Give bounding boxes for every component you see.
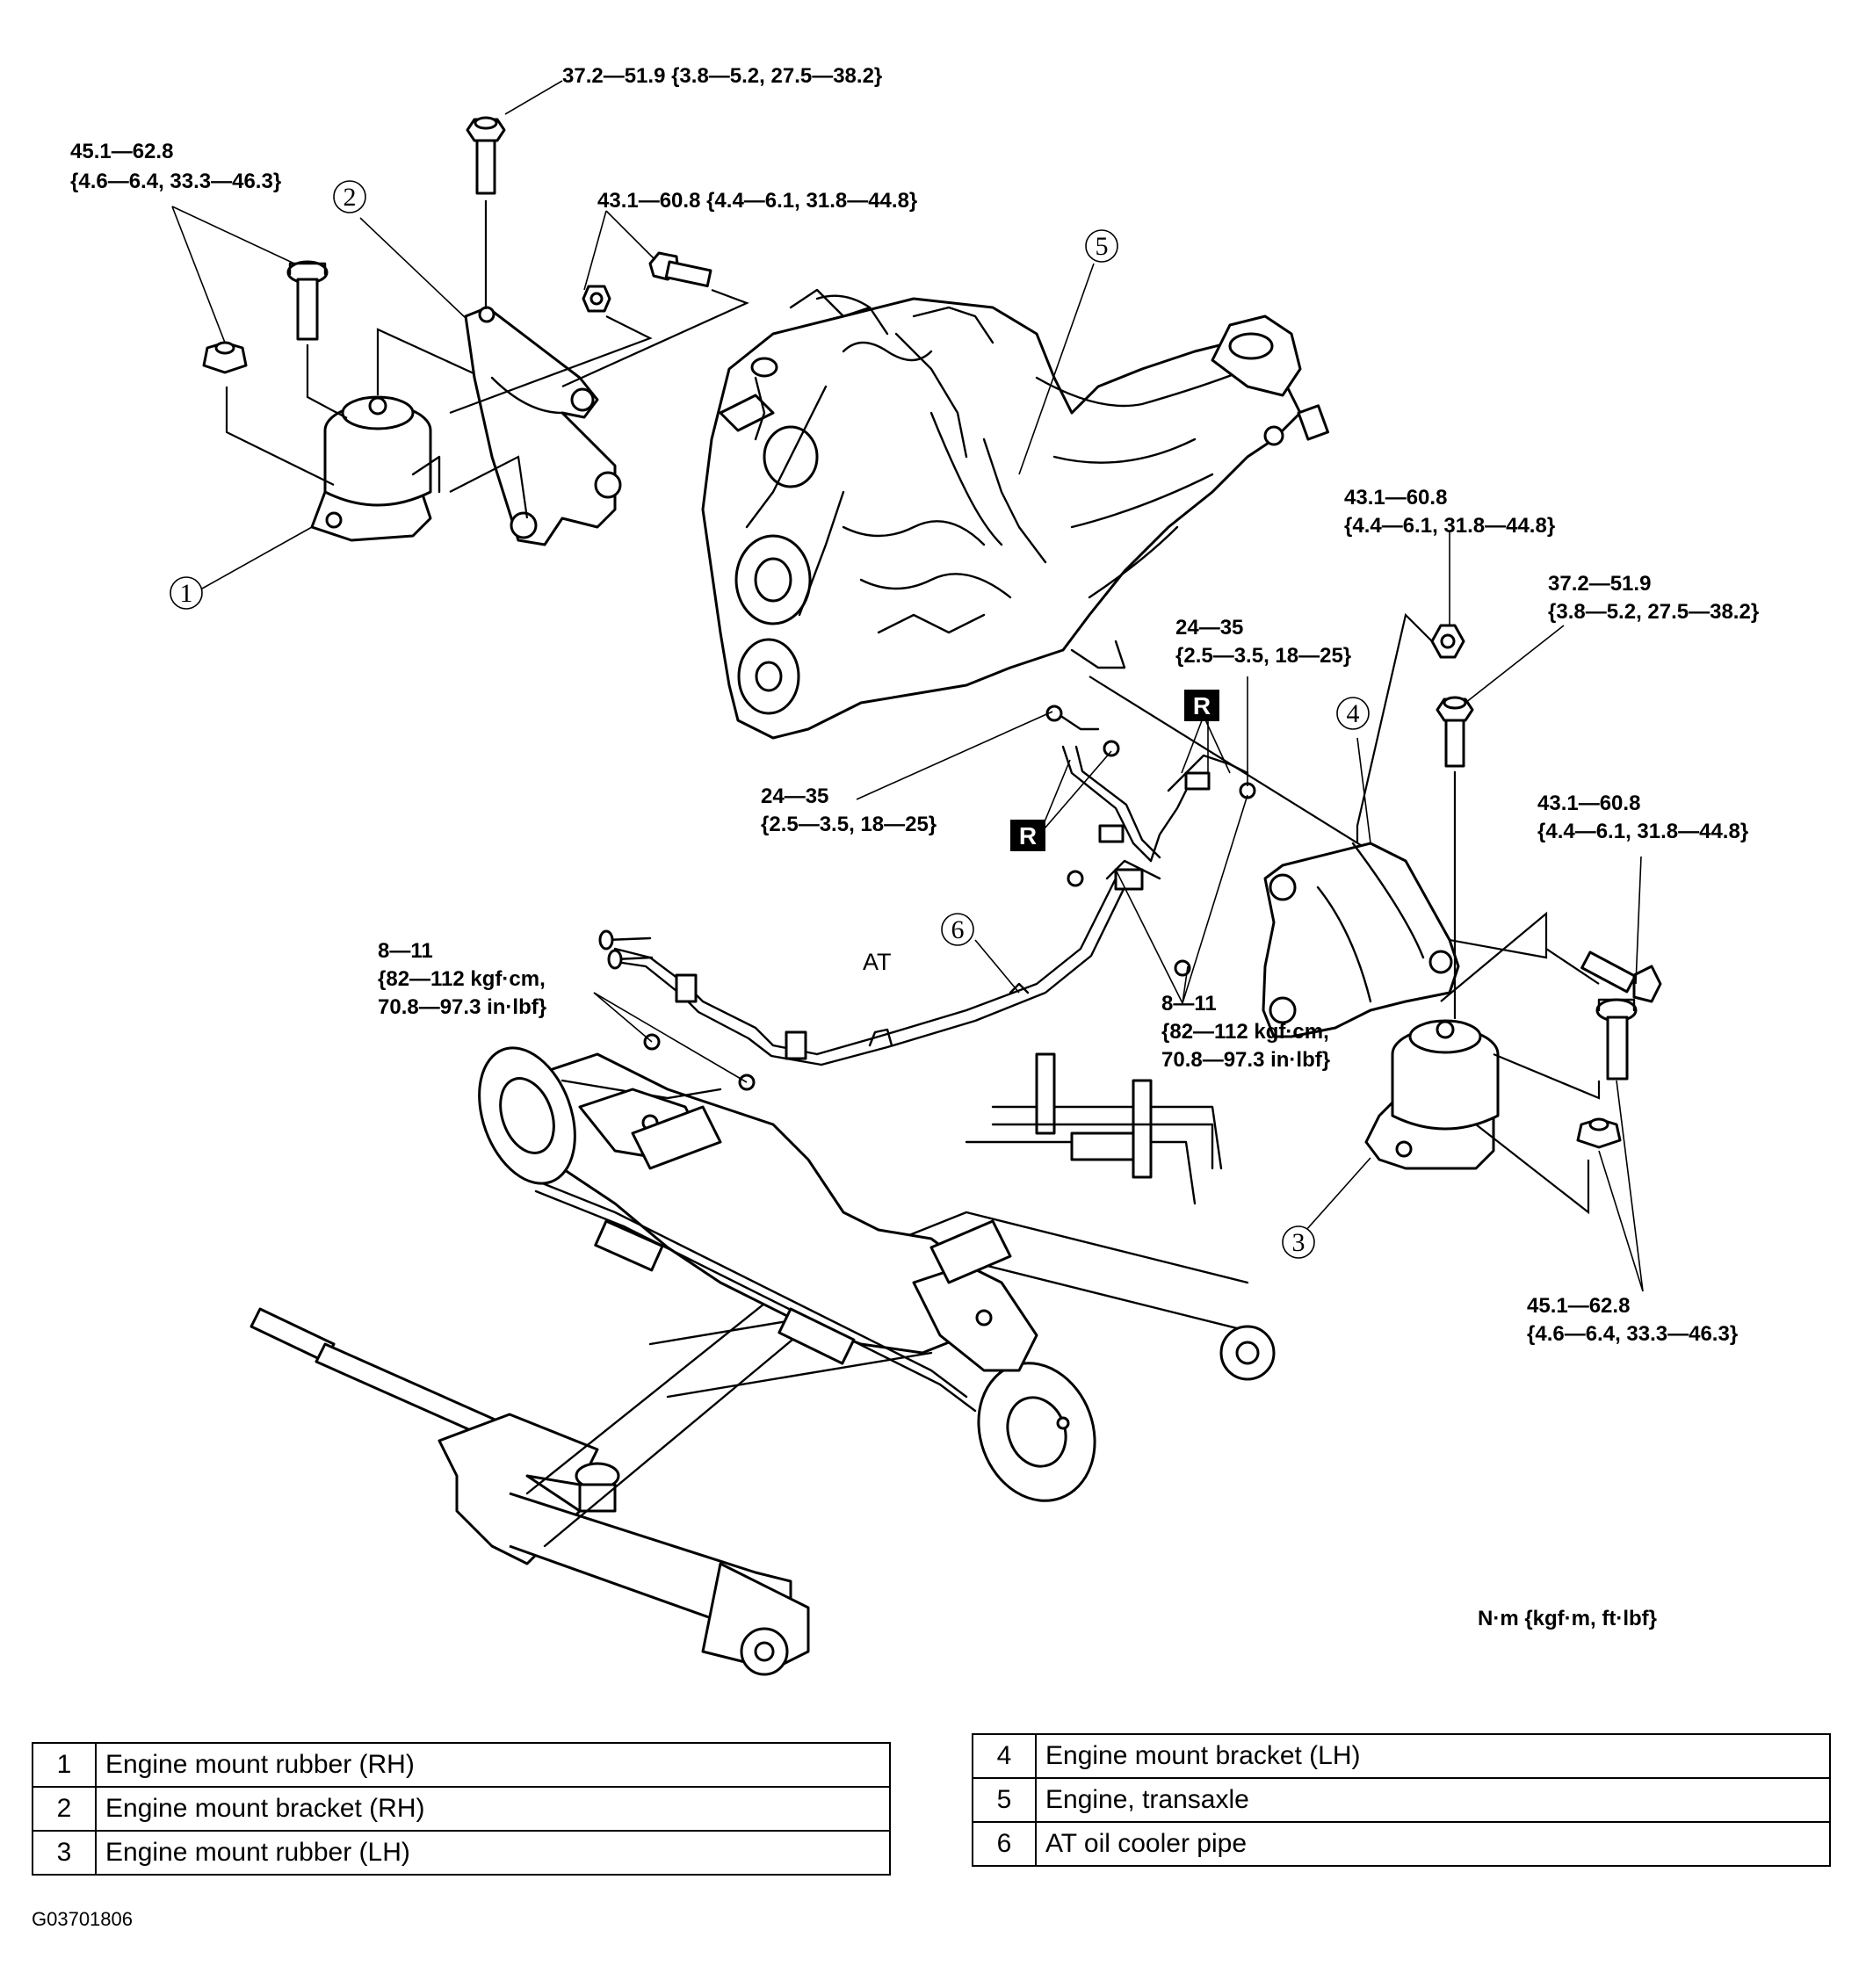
rh-bracket-bolt (466, 116, 506, 195)
legend-table-right: 4 Engine mount bracket (LH) 5 Engine, tr… (972, 1733, 1831, 1867)
torque-label-rh-mount-line2: {4.6—6.4, 33.3—46.3} (70, 170, 281, 193)
rh-bracket-upper-nut (582, 285, 611, 313)
torque-label-lh-side-bolt-line2: {4.4—6.1, 31.8—44.8} (1537, 820, 1748, 843)
legend-row: 2 Engine mount bracket (RH) (32, 1786, 891, 1832)
callout-5: 5 (1085, 229, 1118, 263)
torque-label-lh-bolt-line2: {3.8—5.2, 27.5—38.2} (1548, 600, 1759, 624)
torque-label-pipe-fitting-right-line3: 70.8—97.3 in·lbf} (1161, 1048, 1330, 1072)
callout-6: 6 (941, 913, 974, 946)
legend-row: 1 Engine mount rubber (RH) (32, 1742, 891, 1788)
legend-table-left: 1 Engine mount rubber (RH) 2 Engine moun… (32, 1742, 891, 1876)
callout-3-number: 3 (1292, 1228, 1305, 1257)
legend-part-name: AT oil cooler pipe (1035, 1821, 1831, 1867)
legend-part-name: Engine mount bracket (RH) (95, 1786, 891, 1832)
callout-6-number: 6 (951, 915, 965, 944)
torque-label-pipe-fitting-left-line2: {82—112 kgf·cm, (378, 967, 546, 991)
callout-5-number: 5 (1096, 232, 1109, 261)
torque-label-pipe-fitting-left-line1: 8—11 (378, 939, 433, 963)
torque-label-rh-mount-line1: 45.1—62.8 (70, 140, 173, 163)
callout-2-number: 2 (344, 183, 357, 212)
torque-label-pipe-fitting-right-line1: 8—11 (1161, 992, 1217, 1016)
torque-label-pipe-left-line2: {2.5—3.5, 18—25} (761, 813, 937, 836)
callout-3: 3 (1282, 1225, 1315, 1259)
callout-4: 4 (1336, 697, 1370, 730)
torque-label-lh-side-bolt-line1: 43.1—60.8 (1537, 792, 1640, 815)
torque-label-rh-bracket-upper: 43.1—60.8 {4.4—6.1, 31.8—44.8} (597, 189, 917, 213)
callout-1-number: 1 (180, 579, 193, 608)
engine-mount-bracket-lh (1262, 842, 1460, 1038)
legend-number: 5 (972, 1777, 1037, 1823)
legend-part-name: Engine, transaxle (1035, 1777, 1831, 1823)
replace-mark-upper: R (1184, 690, 1219, 721)
lh-mount-nut (1576, 1117, 1622, 1149)
callout-4-number: 4 (1347, 699, 1360, 728)
figure-code: G03701806 (32, 1908, 133, 1930)
rh-mount-nut (202, 341, 248, 374)
legend-number: 2 (32, 1786, 97, 1832)
torque-label-lh-mount-line1: 45.1—62.8 (1527, 1294, 1630, 1318)
torque-label-lh-nut-line2: {4.4—6.1, 31.8—44.8} (1344, 514, 1555, 538)
legend-row: 3 Engine mount rubber (LH) (32, 1830, 891, 1876)
front-crossmember-and-jack (250, 1046, 1276, 1676)
lh-side-bolt (1580, 951, 1662, 1003)
rh-bracket-upper-bolt (648, 251, 712, 288)
units-note: N·m {kgf·m, ft·lbf} (1478, 1607, 1657, 1630)
legend-part-name: Engine mount rubber (LH) (95, 1830, 891, 1876)
torque-label-pipe-upper-line1: 24—35 (1175, 616, 1243, 640)
lh-mount-bolt (1595, 998, 1638, 1081)
lh-bracket-bolt (1436, 696, 1474, 768)
at-label: AT (863, 949, 892, 975)
legend-number: 1 (32, 1742, 97, 1788)
callout-1: 1 (170, 576, 203, 610)
torque-label-lh-nut-line1: 43.1—60.8 (1344, 486, 1447, 510)
legend-row: 6 AT oil cooler pipe (972, 1821, 1831, 1867)
legend-number: 3 (32, 1830, 97, 1876)
replace-mark-lower-text: R (1019, 822, 1037, 849)
torque-label-pipe-left-line1: 24—35 (761, 784, 828, 808)
legend-number: 4 (972, 1733, 1037, 1779)
engine-mount-rubber-lh (1364, 1019, 1500, 1170)
torque-label-pipe-fitting-left-line3: 70.8—97.3 in·lbf} (378, 995, 546, 1019)
replace-mark-lower: R (1010, 820, 1045, 851)
replace-mark-upper-text: R (1193, 692, 1211, 719)
engine-mount-rubber-rh (310, 395, 441, 542)
engine-mount-bracket-rh (464, 306, 622, 546)
lh-bracket-nut (1430, 624, 1465, 659)
torque-label-lh-bolt-line1: 37.2—51.9 (1548, 572, 1651, 596)
at-oil-cooler-pipe (598, 705, 1256, 1091)
legend-number: 6 (972, 1821, 1037, 1867)
torque-label-rh-bracket-bolt: 37.2—51.9 {3.8—5.2, 27.5—38.2} (562, 64, 882, 88)
legend-part-name: Engine mount bracket (LH) (1035, 1733, 1831, 1779)
torque-label-pipe-fitting-right-line2: {82—112 kgf·cm, (1161, 1020, 1329, 1044)
legend-row: 4 Engine mount bracket (LH) (972, 1733, 1831, 1779)
torque-label-lh-mount-line2: {4.6—6.4, 33.3—46.3} (1527, 1322, 1738, 1346)
legend-row: 5 Engine, transaxle (972, 1777, 1831, 1823)
rh-mount-bolt (286, 260, 329, 341)
callout-2: 2 (333, 180, 366, 213)
engine-transaxle (701, 288, 1329, 740)
torque-label-pipe-upper-line2: {2.5—3.5, 18—25} (1175, 644, 1351, 668)
legend-part-name: Engine mount rubber (RH) (95, 1742, 891, 1788)
